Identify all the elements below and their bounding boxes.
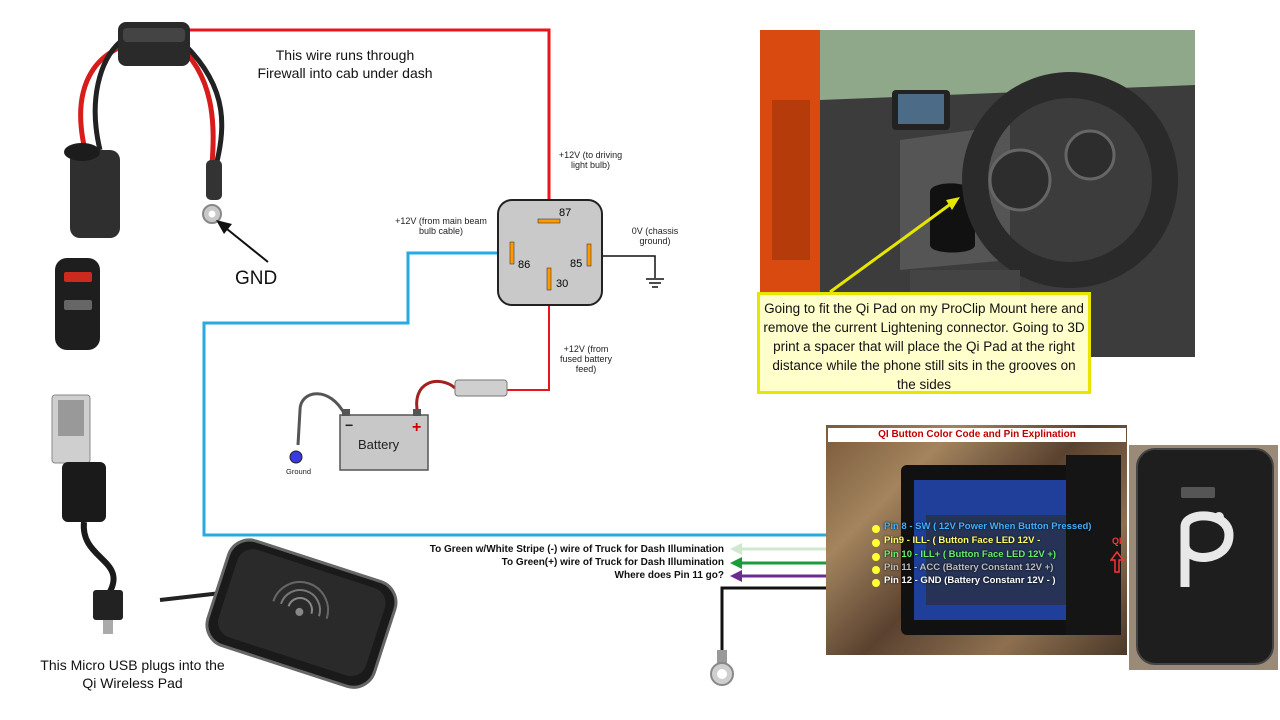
- ground-wire-85: [590, 255, 656, 278]
- pin-dot: [872, 525, 880, 533]
- chassis-ground-icon: [646, 278, 664, 288]
- micro-usb-cable-icon: [51, 394, 123, 634]
- relay-label-87: +12V (to driving light bulb): [558, 150, 623, 170]
- qi-panel-title: QI Button Color Code and Pin Explination: [828, 428, 1126, 442]
- battery-label: Battery: [358, 437, 400, 452]
- green-white-wire-note: To Green w/White Stripe (-) wire of Truc…: [429, 544, 724, 555]
- relay-label-30: +12V (from fused battery feed): [559, 344, 613, 374]
- purple-arrow-icon: [730, 570, 742, 582]
- cigarette-socket-icon: [64, 22, 225, 238]
- red-wire-to-relay: [185, 28, 551, 200]
- relay-label-85: 0V (chassis ground): [631, 226, 679, 246]
- pin-dot: [872, 553, 880, 561]
- qi-button-face-photo: [1129, 445, 1278, 670]
- pin11-wire-note: Where does Pin 11 go?: [614, 570, 724, 581]
- callout-note: Going to fit the Qi Pad on my ProClip Mo…: [757, 292, 1091, 394]
- dashboard-photo: [760, 30, 1195, 357]
- relay-icon: [497, 199, 603, 306]
- green-white-arrow-icon: [730, 543, 742, 555]
- relay-pin-87: 87: [559, 207, 571, 219]
- gnd-label: GND: [235, 268, 278, 289]
- ring-terminal-icon: [710, 650, 734, 686]
- qi-side-text: QI: [1112, 536, 1122, 546]
- green-arrow-icon: [730, 557, 742, 569]
- relay-label-86: +12V (from main beam bulb cable): [395, 216, 487, 236]
- battery-plus: +: [412, 419, 421, 436]
- pin-dot: [872, 539, 880, 547]
- qi-button-face-drawing: [1136, 448, 1274, 665]
- qi-side-arrow-icon: [1110, 550, 1124, 573]
- pin-label: Pin 11 - ACC (Battery Constant 12V +): [884, 562, 1054, 573]
- pin-label: Pin 8 - SW ( 12V Power When Button Press…: [884, 521, 1092, 532]
- pin-label: Pin 12 - GND (Battery Constanr 12V - ): [884, 575, 1056, 586]
- pin-dot: [872, 579, 880, 587]
- firewall-wire-note: This wire runs through Firewall into cab…: [257, 47, 433, 81]
- relay-pin-85: 85: [570, 258, 582, 270]
- qi-connector-drawing: [901, 455, 1121, 635]
- gnd-arrow-icon: [216, 220, 269, 263]
- red-wire-battery-feed: [505, 290, 550, 391]
- battery-minus: −: [345, 417, 353, 433]
- green-wire-note: To Green(+) wire of Truck for Dash Illum…: [501, 557, 724, 568]
- micro-usb-note: This Micro USB plugs into the Qi Wireles…: [40, 657, 225, 691]
- usb-car-charger-icon: [55, 258, 100, 350]
- ground-label: Ground: [286, 467, 311, 476]
- pin-dot: [872, 566, 880, 574]
- qi-wireless-pad-icon: [159, 538, 398, 689]
- relay-pin-30: 30: [556, 278, 568, 290]
- blue-wire: [202, 251, 878, 537]
- relay-pin-86: 86: [518, 259, 530, 271]
- pin-label: Pin9 - ILL- ( Button Face LED 12V -: [884, 535, 1041, 546]
- pin-label: Pin 10 - ILL+ ( Button Face LED 12V +): [884, 549, 1057, 560]
- battery-icon: [289, 379, 508, 471]
- qi-button-pin-photo: [826, 425, 1127, 655]
